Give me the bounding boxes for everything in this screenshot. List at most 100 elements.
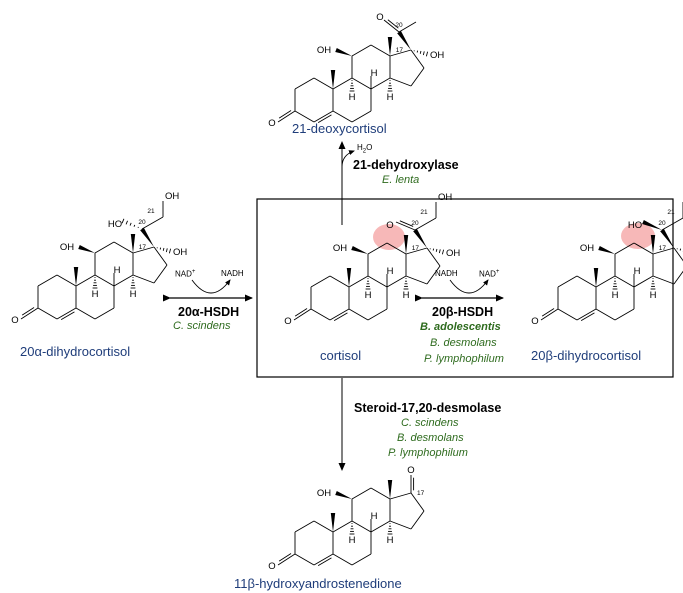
bond <box>113 241 134 254</box>
c17-number: 17 <box>412 245 420 252</box>
bond <box>313 77 334 90</box>
c20-ketone-bond <box>383 19 400 33</box>
hydroxyl-label: OH <box>317 488 331 499</box>
bond <box>673 247 683 262</box>
bond <box>370 44 391 57</box>
bond <box>426 247 441 267</box>
bond <box>294 520 315 533</box>
oxygen-label: O <box>268 118 275 129</box>
bond <box>332 77 353 90</box>
double-bond <box>329 308 350 321</box>
ketone-bond <box>293 308 312 321</box>
c17-number: 17 <box>396 47 404 54</box>
methyl-c19 <box>330 70 336 89</box>
bond <box>351 110 372 123</box>
water-label: H2O <box>357 143 373 155</box>
oh17-bond <box>441 249 445 255</box>
h8-label: H <box>387 266 394 277</box>
h14-label: H <box>130 289 137 300</box>
oxygen-label: O <box>268 561 275 572</box>
c20-number: 20 <box>658 220 666 227</box>
bond <box>576 275 597 288</box>
bond <box>673 270 683 285</box>
bond <box>410 510 425 530</box>
oh17-bond <box>162 247 165 251</box>
methyl-c18 <box>403 235 409 254</box>
compound-name-20beta: 20β-dihydrocortisol <box>531 348 642 363</box>
ketone-bond <box>21 307 35 316</box>
c20-ketone-bond <box>395 221 416 231</box>
h14-label: H <box>650 290 657 301</box>
c17-c20-bond <box>413 228 427 248</box>
oh11-bond <box>335 490 352 499</box>
bond <box>37 274 58 287</box>
ketone-bond <box>277 553 296 566</box>
methyl-c18 <box>130 234 136 253</box>
c20-oh-bond <box>133 224 136 227</box>
enzyme-20alpha-hsdh: 20α-HSDH <box>178 305 240 319</box>
compound-name-20alpha: 20α-dihydrocortisol <box>20 344 131 359</box>
compound-name-11beta-androstenedione: 11β-hydroxyandrostenedione <box>234 576 402 591</box>
bond <box>614 308 635 321</box>
oxygen-label: O <box>407 465 414 476</box>
bond <box>389 49 412 57</box>
methyl-c18 <box>387 37 393 56</box>
compound-name-cortisol: cortisol <box>320 348 362 363</box>
oxygen-label: O <box>376 12 383 23</box>
h9-label: H <box>349 535 356 546</box>
c21-number: 21 <box>147 208 155 215</box>
ketone-bond <box>20 307 39 320</box>
bond <box>132 274 155 284</box>
cofactor-nad-alpha: NAD+ <box>175 269 196 279</box>
bond <box>633 242 654 255</box>
double-bond <box>60 311 75 320</box>
bond <box>56 274 77 287</box>
bond <box>405 247 428 255</box>
c21-number: 21 <box>420 209 428 216</box>
organism-c-scindens-alpha: C. scindens <box>173 320 231 332</box>
oh11-bond <box>598 245 615 254</box>
oxygen-label: O <box>11 315 18 326</box>
bond <box>329 275 350 288</box>
oh17-bond <box>168 248 172 254</box>
bond <box>132 246 155 254</box>
c20-oh-bond <box>121 218 125 224</box>
bond <box>348 308 369 321</box>
bond <box>557 275 578 288</box>
organism-p-lymphophilum-beta: P. lymphophilum <box>424 353 504 365</box>
highlight-c20-cortisol <box>373 224 405 250</box>
bond <box>313 520 334 533</box>
oh17-bond <box>438 249 441 254</box>
h8-label: H <box>371 511 378 522</box>
bond <box>153 246 168 266</box>
methyl-c18 <box>650 235 656 254</box>
hydroxyl-label: OH <box>446 248 460 259</box>
highlight-c20-beta <box>621 223 655 249</box>
cofactor-curve-alpha <box>191 279 231 294</box>
enzyme-steroid-desmolase: Steroid-17,20-desmolase <box>354 401 502 415</box>
double-bond <box>333 312 348 321</box>
h8-label: H <box>114 265 121 276</box>
bond <box>348 275 369 288</box>
bond <box>367 308 388 321</box>
hydroxyl-label: OH <box>60 242 74 253</box>
enzyme-20beta-hsdh: 20β-HSDH <box>432 305 494 319</box>
bond <box>595 275 616 288</box>
double-bond <box>56 307 77 320</box>
h14-label: H <box>403 290 410 301</box>
bond <box>370 77 391 90</box>
c21-number: 21 <box>667 209 675 216</box>
double-bond <box>576 308 597 321</box>
c17-c20-bond <box>660 228 674 248</box>
h8-label: H <box>634 266 641 277</box>
h14-label: H <box>387 535 394 546</box>
bond <box>94 241 115 254</box>
oh11-bond <box>351 245 368 254</box>
bond <box>389 492 412 500</box>
